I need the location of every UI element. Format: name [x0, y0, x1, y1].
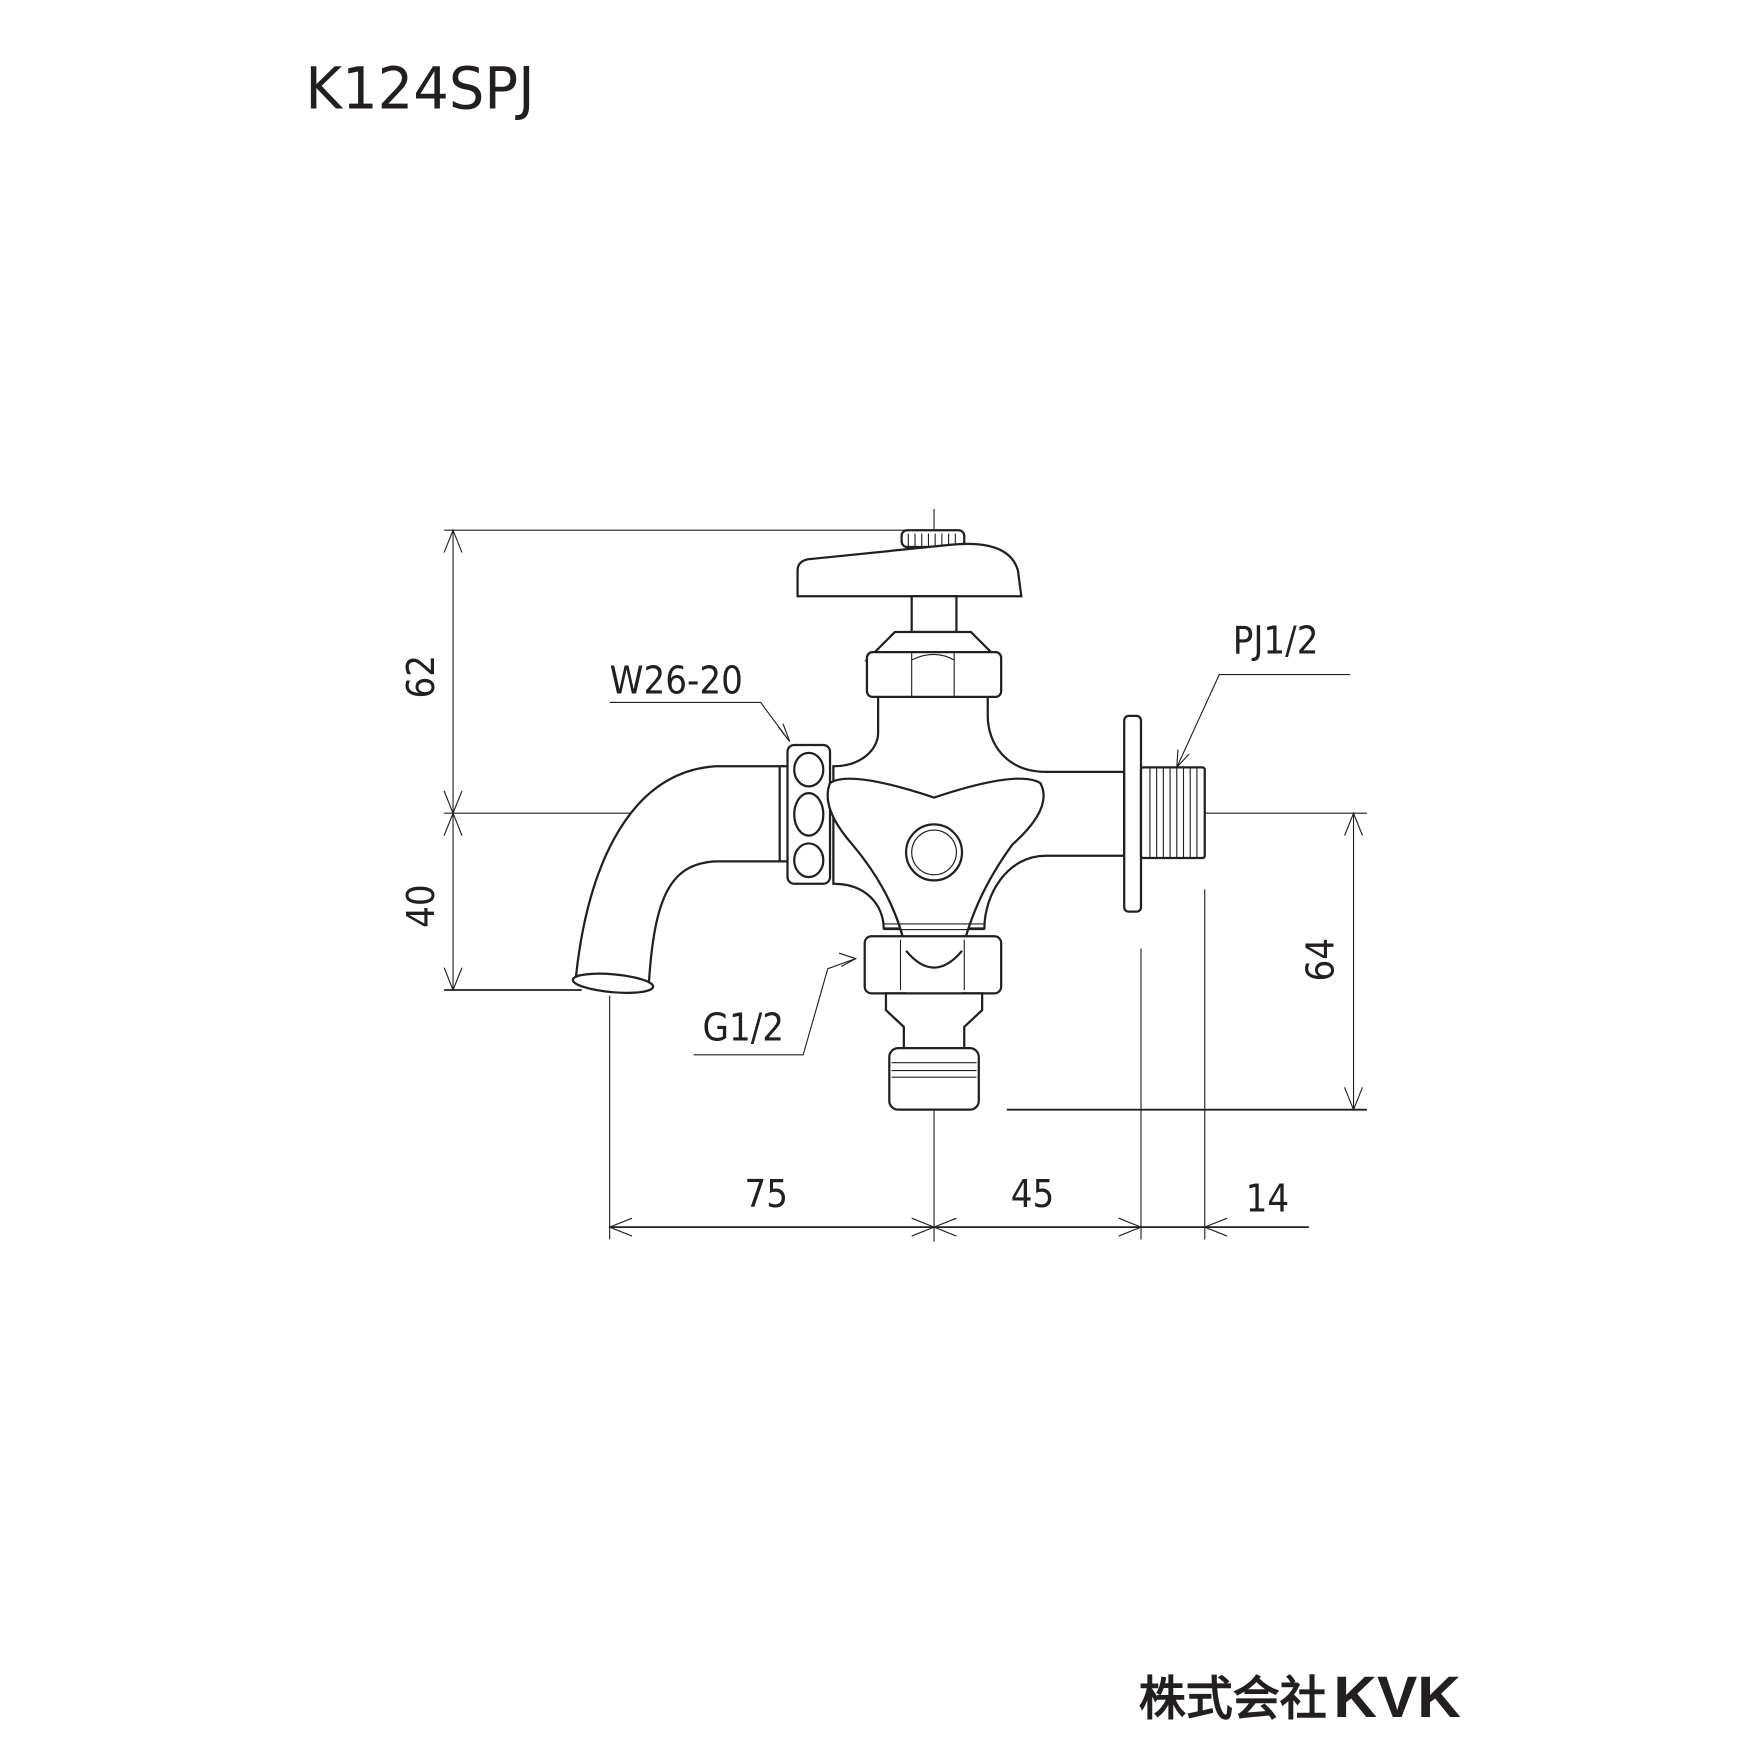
callout-pj1-2: PJ1/2 [1176, 618, 1351, 769]
wall-flange [1123, 714, 1143, 913]
label-pj1-2: PJ1/2 [1233, 618, 1319, 662]
dim-64: 64 [1298, 938, 1342, 982]
dim-62: 62 [399, 655, 443, 699]
inlet-thread [1139, 766, 1206, 860]
hose-adapter [888, 1047, 980, 1111]
bonnet-nut [865, 651, 1003, 699]
label-w26-20: W26-20 [610, 659, 743, 703]
svg-text:KVK: KVK [1333, 1665, 1461, 1730]
spout-tip [571, 972, 655, 994]
stem [910, 595, 958, 634]
model-title: K124SPJ [305, 55, 534, 123]
faucet-drawing [571, 529, 1206, 1111]
dim-40: 40 [399, 884, 443, 928]
svg-text:株式会社: 株式会社 [1139, 1672, 1327, 1727]
callout-w26-20: W26-20 [610, 659, 791, 742]
callout-g1-2: G1/2 [693, 952, 858, 1056]
handle [796, 542, 1023, 598]
dim-75: 75 [744, 1172, 788, 1216]
dimension-lines [443, 528, 1364, 1237]
dim-14: 14 [1246, 1176, 1290, 1220]
extension-lines [444, 529, 1367, 1240]
dim-45: 45 [1011, 1172, 1055, 1216]
kvk-logo: 株式会社 KVK [1139, 1665, 1461, 1730]
label-g1-2: G1/2 [702, 1005, 784, 1049]
spout [574, 765, 785, 986]
